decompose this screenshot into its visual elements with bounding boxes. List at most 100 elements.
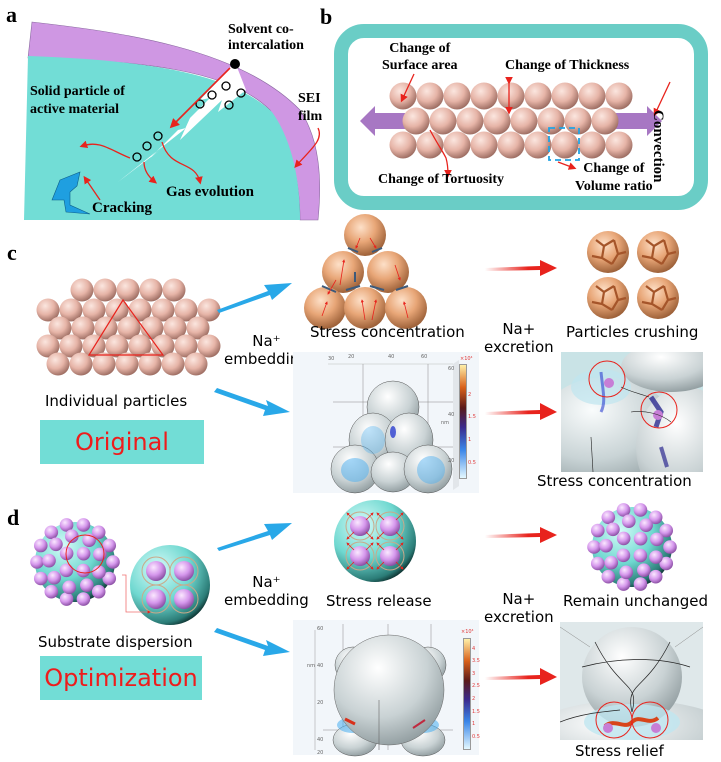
electrode-particle [537,107,565,135]
individual-particle [128,334,152,358]
contact-seam [395,285,409,291]
panel-a-letter: a [6,2,17,27]
convection-arrow-left [360,106,405,136]
colorbar-tick: 4 [472,646,476,652]
individual-particle [139,278,163,302]
electrode-particle [470,82,498,110]
y-tick: 20 [317,750,324,756]
embedded-bead [650,532,664,547]
embedded-bead [606,522,620,537]
convection-label-arrow [653,81,671,117]
embedded-bead [59,518,74,532]
individual-particle [46,352,70,376]
electrode-particle [416,131,444,159]
embedded-bead [659,523,674,538]
individual-particle [161,352,185,376]
embedded-bead [380,516,400,536]
stress-release-particle [334,500,416,582]
embedded-bead [44,584,59,599]
stress-arrow [327,279,337,295]
panel-a-diagram [24,21,321,221]
stress-arrow [371,299,378,321]
simulation-d: ×10⁴ 4 3.5 3 2.5 2 1.5 1 0.5 60 40 20 40… [293,620,480,757]
release-arrow [395,512,404,521]
stress-arrow [360,299,366,321]
electrode-particle [389,131,417,159]
stress-arrow [403,301,409,319]
embedded-bead [76,563,91,578]
embedded-bead [33,571,48,586]
volume-ratio-box [548,127,580,161]
red-arrow-top-d [485,527,557,543]
bead-buffer-ring [169,584,199,614]
y-tick: 40 [317,663,324,669]
embedded-bead [633,577,648,591]
fracture-lines [591,285,627,311]
red-arrow-bottom [485,403,557,420]
stress-arrow [394,264,401,281]
electrode-particle [605,82,633,110]
red-arrow-bottom-d [485,668,557,685]
caption-stress-relief: Stress relief [575,742,664,760]
x-tick: 60 [421,354,428,360]
embedded-bead [76,546,91,561]
gas-arrow [79,140,131,159]
stress-arrow [339,259,346,286]
colorbar-tick: 2.5 [472,683,480,689]
convection-arrow-right [616,106,662,136]
label-cracking: Cracking [92,200,152,216]
remain-unchanged-particle [587,503,677,591]
individual-particle [93,278,117,302]
x-tick: 40 [388,354,395,360]
blue-arrow-up-d [217,523,292,551]
gas-arrow [161,141,203,185]
embedded-bead [62,580,76,595]
embedded-bead [587,540,601,554]
electrode-particle [443,82,471,110]
y-tick: 20 [317,700,324,706]
stressed-particle [367,251,409,293]
embedded-bead [91,584,106,599]
label-na-embedding-d: Na⁺ embedding [224,573,309,609]
label-surface-area: Change of Surface area [382,41,458,73]
release-arrow [376,531,385,540]
individual-particle [197,298,221,322]
substrate-dispersion-closeup [130,545,210,625]
sei-film [27,21,320,221]
electrode-particle [429,107,457,135]
individual-particle [197,334,221,358]
embedded-bead [59,563,74,578]
blue-arrow-down [214,388,290,416]
label-na-excretion-d: Na+ excretion [484,590,554,626]
individual-particle [115,352,139,376]
label-gas-evolution: Gas evolution [166,184,254,200]
electrode-particle [578,82,606,110]
colorbar-c [459,364,467,479]
colorbar-tick: 1 [472,721,476,727]
red-arrow-top [485,260,557,276]
label-na-excretion-c: Na+ excretion [484,320,554,356]
crushed-particles [587,231,679,319]
contact-seam [345,285,361,291]
embedded-bead [91,525,106,540]
sim-spheres [330,380,453,494]
release-arrow [376,512,385,521]
bead-buffer-ring [375,541,405,571]
fracture-lines [641,239,677,265]
electrode-particle [578,131,606,159]
blue-arrow-down-d [214,628,290,656]
colorbar-tick: 1.5 [472,709,480,715]
embedded-bead [633,531,648,546]
individual-particle [116,278,140,302]
embedded-bead [33,538,48,553]
release-arrow [376,561,385,570]
release-arrow [395,531,404,540]
individual-particle [138,352,162,376]
embedded-bead [146,589,166,609]
release-arrow [346,542,355,551]
bead-buffer-ring [345,511,375,541]
embedded-bead [599,538,613,553]
caption-stress-concentration-bottom: Stress concentration [537,472,692,490]
stress-arrow [355,237,361,249]
